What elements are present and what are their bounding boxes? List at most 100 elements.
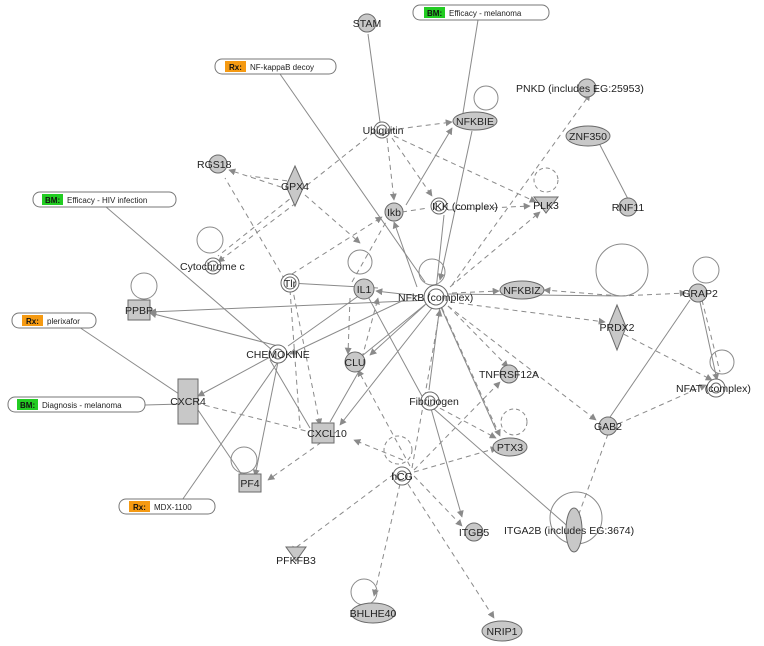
node-cytochrome[interactable]	[204, 257, 222, 275]
tag-key-bg	[17, 399, 38, 410]
node-grap2[interactable]	[688, 283, 708, 303]
tag-bm-diagnosis[interactable]: BM: Diagnosis - melanoma	[7, 396, 146, 413]
node-plk3[interactable]	[533, 196, 559, 214]
node-rgs18[interactable]	[208, 154, 228, 174]
label-znf350: ZNF350	[569, 131, 607, 143]
tag-text: Efficacy - melanoma	[449, 9, 522, 18]
node-chemokine[interactable]	[268, 344, 288, 364]
node-pf4[interactable]	[238, 473, 262, 493]
label-plk3: PLK3	[533, 200, 559, 212]
edge	[393, 135, 537, 203]
node-ptx3[interactable]	[492, 437, 528, 457]
tag-bm-hiv[interactable]: BM: Efficacy - HIV infection	[32, 191, 177, 208]
tag-key: Rx:	[229, 63, 242, 72]
edge	[372, 483, 401, 597]
node-rnf11[interactable]	[618, 197, 638, 217]
tag-key: BM:	[45, 196, 60, 205]
node-hcg[interactable]	[392, 466, 412, 486]
label-pfkfb3: PFKFB3	[276, 555, 316, 567]
edge	[574, 433, 609, 523]
self-loop	[709, 349, 735, 375]
node-bhlhe40[interactable]	[350, 602, 396, 624]
node-gpx4[interactable]	[285, 164, 305, 208]
node-gab2[interactable]	[598, 416, 618, 436]
tag-text: MDX-1100	[154, 503, 192, 512]
annotation-tags: BM: Efficacy - melanoma Rx: NF-kappaB de…	[7, 4, 550, 515]
label-rgs18: RGS18	[197, 159, 232, 171]
label-itgb5: ITGB5	[459, 527, 490, 539]
node-clu[interactable]	[344, 351, 366, 373]
edge	[447, 305, 597, 421]
label-cxcr4: CXCR4	[170, 396, 206, 408]
node-nfkbiz[interactable]	[499, 280, 545, 300]
node-cxcl10[interactable]	[311, 422, 335, 444]
edge	[329, 365, 363, 423]
edge	[195, 402, 311, 433]
edge	[441, 307, 501, 437]
edge	[451, 93, 591, 286]
node-itga2b[interactable]	[565, 507, 583, 553]
tag-text: Diagnosis - melanoma	[42, 401, 122, 410]
node-ikb[interactable]	[384, 202, 404, 222]
edge	[447, 305, 509, 368]
edge	[364, 290, 424, 399]
tag-bm-melanoma[interactable]: BM: Efficacy - melanoma	[412, 4, 550, 21]
edge	[429, 404, 464, 518]
tag-rx-plerixafor[interactable]: Rx: plerixafor	[11, 312, 97, 329]
edge	[599, 144, 629, 200]
node-stam[interactable]	[357, 13, 377, 33]
node-pnkd[interactable]	[577, 78, 597, 98]
edge	[413, 475, 463, 527]
tag-rx-mdx[interactable]: Rx: MDX-1100	[118, 498, 216, 515]
label-nfkbie: NFKBIE	[456, 116, 494, 128]
edge	[289, 473, 395, 553]
node-fibrinogen[interactable]	[420, 391, 440, 411]
edge	[287, 291, 365, 347]
node-cxcr4[interactable]	[177, 378, 199, 425]
label-itga2b: ITGA2B (includes EG:3674)	[504, 525, 634, 537]
node-nfkbie[interactable]	[452, 111, 498, 131]
node-tnfrsf12a[interactable]	[499, 364, 519, 384]
node-znf350[interactable]	[565, 125, 611, 147]
tag-key-bg	[129, 501, 150, 512]
edge	[291, 216, 383, 275]
node-nfkb-inner	[427, 288, 445, 306]
node-ikk-inner	[433, 200, 445, 212]
edge	[195, 406, 243, 476]
node-il1[interactable]	[353, 278, 375, 300]
node-nrip1[interactable]	[481, 620, 523, 642]
edge	[149, 299, 433, 316]
label-ikk: IKK (complex)	[432, 201, 498, 213]
edge	[289, 299, 405, 355]
edge	[428, 304, 441, 391]
node-prdx2[interactable]	[607, 303, 627, 352]
label-grap2: GRAP2	[682, 288, 718, 300]
node-nfat-inner	[710, 382, 722, 394]
edge	[144, 403, 183, 406]
edge	[431, 403, 497, 439]
node-ikk[interactable]	[430, 197, 448, 215]
tag-rx-nfkappab[interactable]: Rx: NF-kappaB decoy	[214, 58, 337, 75]
self-loop	[350, 578, 378, 606]
label-pnkd: PNKD (includes EG:25953)	[516, 83, 644, 95]
label-cytochrome: Cytochrome c	[180, 261, 245, 273]
label-pf4: PF4	[240, 478, 259, 490]
node-nfat[interactable]	[706, 378, 726, 398]
node-ubiquitin[interactable]	[373, 121, 391, 139]
node-cytochrome-inner	[207, 260, 219, 272]
node-pfkfb3[interactable]	[285, 546, 307, 562]
label-nfkb: NFkB (complex)	[398, 292, 473, 304]
edge	[269, 359, 311, 429]
self-loop	[196, 226, 224, 254]
edge	[391, 137, 433, 197]
node-fibrinogen-inner	[424, 395, 436, 407]
label-nfat: NFAT (complex)	[676, 383, 751, 395]
node-itgb5[interactable]	[464, 522, 484, 542]
edge	[357, 369, 411, 467]
label-clu: CLU	[344, 357, 365, 369]
node-ppbp[interactable]	[127, 299, 151, 321]
label-rnf11: RNF11	[612, 202, 645, 214]
tag-key: BM:	[20, 401, 35, 410]
edge	[361, 297, 380, 359]
